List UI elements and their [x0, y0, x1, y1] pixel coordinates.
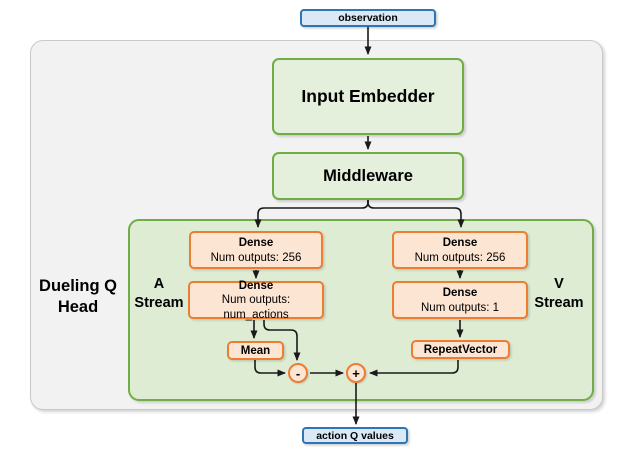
- repeatvector-label: RepeatVector: [423, 343, 498, 356]
- dense-v2-subtitle: Num outputs: 1: [421, 301, 499, 314]
- action-q-values-label: action Q values: [316, 429, 394, 442]
- observation-node: observation: [300, 9, 436, 27]
- dense-a1-node: Dense Num outputs: 256: [189, 231, 323, 269]
- dense-v2-node: Dense Num outputs: 1: [392, 281, 528, 319]
- a-stream-label: A Stream: [134, 276, 184, 311]
- mean-node: Mean: [227, 341, 284, 360]
- minus-operator-node: -: [288, 363, 308, 383]
- v-stream-label: V Stream: [534, 276, 584, 311]
- plus-operator-node: +: [346, 363, 366, 383]
- middleware-node: Middleware: [272, 152, 464, 200]
- dense-a2-subtitle: Num outputs: num_actions: [221, 294, 291, 321]
- action-q-values-node: action Q values: [302, 427, 408, 444]
- middleware-label: Middleware: [323, 166, 413, 185]
- dense-a2-node: Dense Num outputs: num_actions: [188, 279, 324, 321]
- repeatvector-node: RepeatVector: [411, 340, 510, 359]
- dense-a2-title: Dense: [238, 279, 274, 292]
- plus-operator-label: +: [352, 365, 360, 381]
- dense-v1-title: Dense: [442, 237, 478, 250]
- observation-label: observation: [338, 12, 398, 24]
- dense-v1-subtitle: Num outputs: 256: [414, 251, 506, 264]
- input-embedder-label: Input Embedder: [301, 86, 435, 106]
- dense-v2-title: Dense: [442, 287, 478, 300]
- dueling-q-head-label: Dueling Q Head: [39, 277, 117, 317]
- dense-a1-title: Dense: [238, 237, 274, 250]
- dense-a1-subtitle: Num outputs: 256: [210, 251, 302, 264]
- minus-operator-label: -: [295, 365, 301, 381]
- input-embedder-node: Input Embedder: [272, 58, 464, 135]
- dense-v1-node: Dense Num outputs: 256: [392, 231, 528, 269]
- mean-label: Mean: [240, 344, 271, 357]
